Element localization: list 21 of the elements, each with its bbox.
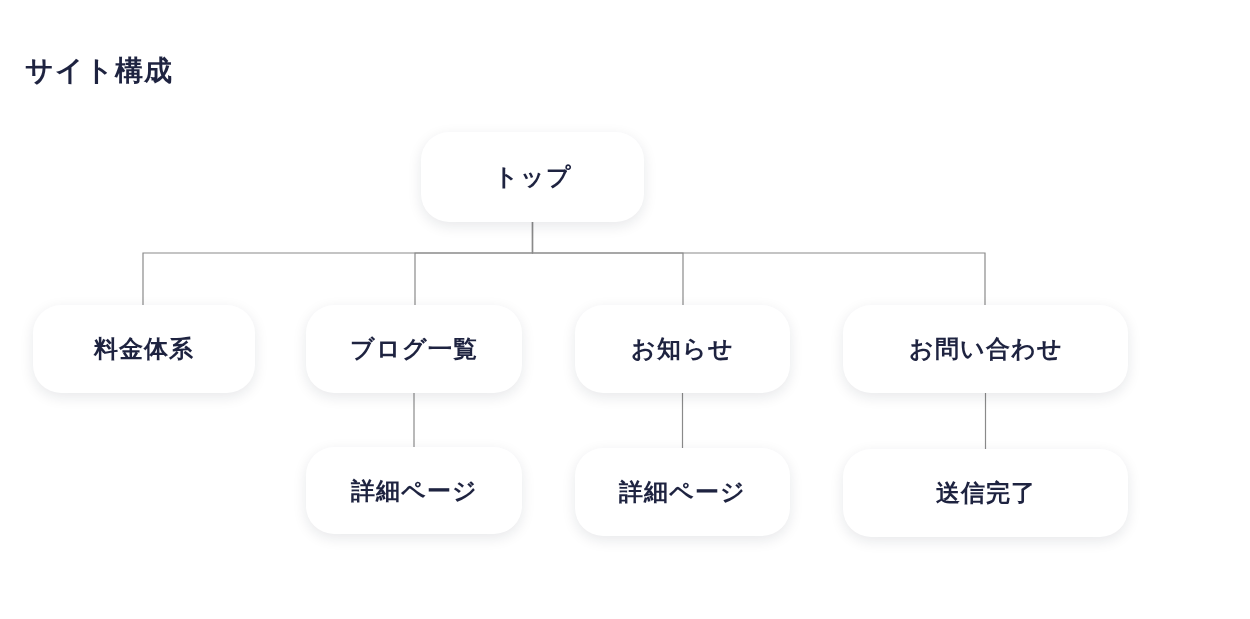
page-label: お問い合わせ (908, 334, 1063, 365)
page-box (843, 449, 1128, 537)
connector-line (681, 392, 684, 449)
page-box (306, 305, 522, 393)
page-label: お知らせ (631, 334, 734, 365)
page-label: トップ (493, 162, 572, 193)
page-box (306, 447, 522, 534)
page-label: ブログ一覧 (350, 334, 478, 365)
connector-line (413, 392, 415, 448)
connector-line (984, 392, 987, 450)
page-box (421, 132, 644, 222)
diagram-title: サイト構成 (25, 53, 173, 89)
page-box (575, 448, 790, 536)
page-box (843, 305, 1128, 393)
page-label: 詳細ページ (619, 477, 746, 508)
connector-line (531, 221, 986, 306)
page-label: 料金体系 (94, 334, 194, 365)
page-box (575, 305, 790, 393)
page-box (33, 305, 255, 393)
page-label: 送信完了 (935, 478, 1036, 509)
page-label: 詳細ページ (350, 475, 478, 507)
